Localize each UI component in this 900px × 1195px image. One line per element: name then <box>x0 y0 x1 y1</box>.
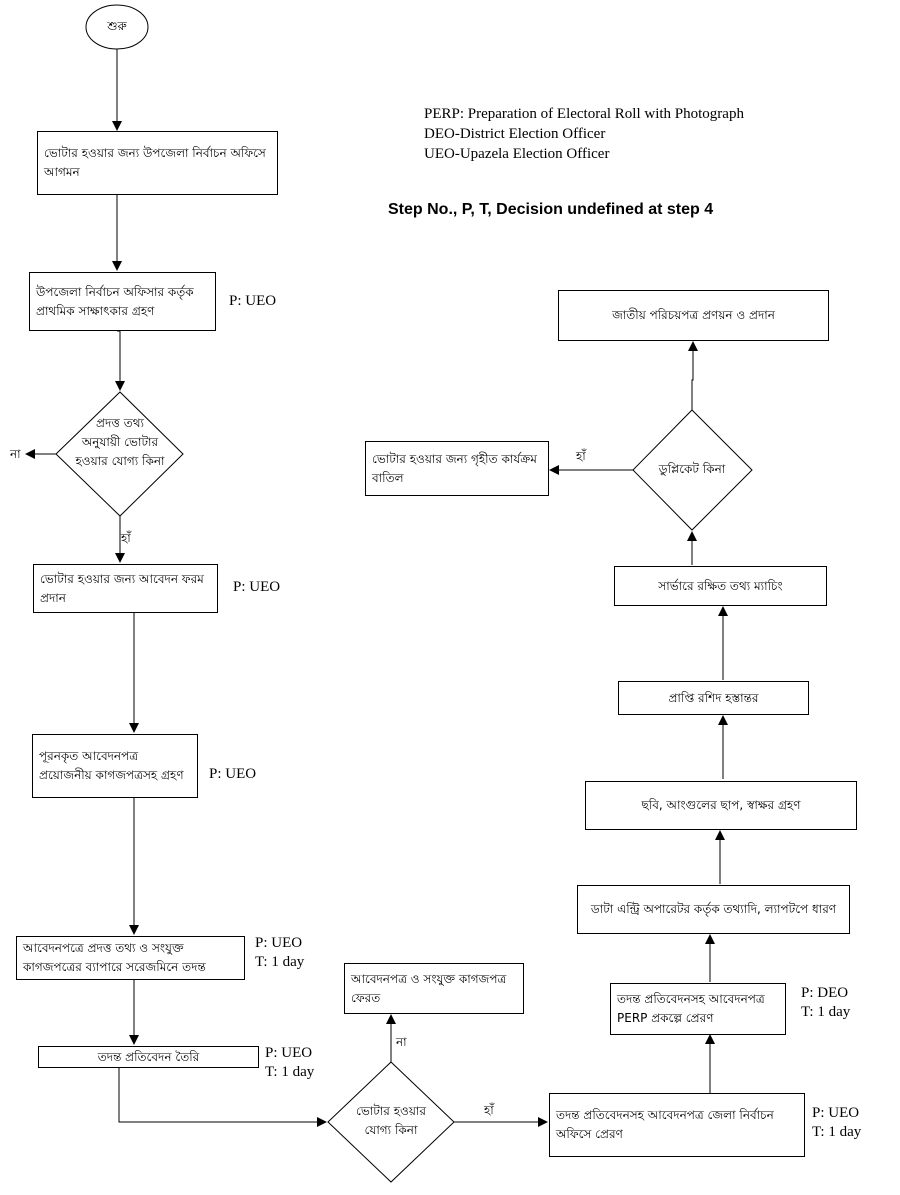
note-perp-person-time: P: DEO T: 1 day <box>801 985 851 1020</box>
step-return-documents-text: আবেদনপত্র ও সংযুক্ত কাগজপত্র ফেরত <box>351 971 507 1005</box>
decision-diamond-eligible <box>327 1061 455 1183</box>
step-send-to-perp: তদন্ত প্রতিবেদনসহ আবেদনপত্র PERP প্রকল্প… <box>610 983 786 1035</box>
step-server-matching-text: সার্ভারে রক্ষিত তথ্য ম্যাচিং <box>658 578 783 593</box>
step-arrive-office: ভোটার হওয়ার জন্য উপজেলা নির্বাচন অফিসে … <box>37 131 278 195</box>
note-investigation-person-time: P: UEO T: 1 day <box>255 935 305 970</box>
edge-label-d2-no: না <box>396 1035 407 1049</box>
page-heading: Step No., P, T, Decision undefined at st… <box>388 201 714 218</box>
start-label: শুরু <box>107 19 127 33</box>
step-arrive-office-text: ভোটার হওয়ার জন্য উপজেলা নির্বাচন অফিসে … <box>44 146 266 179</box>
step-field-investigation-text: আবেদনপত্রে প্রদত্ত তথ্য ও সংযুক্ত কাগজপত… <box>23 941 206 974</box>
step-initial-interview: উপজেলা নির্বাচন অফিসার কর্তৃক প্রাথমিক স… <box>29 272 216 331</box>
edge-label-d3-yes: হাঁ <box>576 449 586 463</box>
step-cancel-process-text: ভোটার হওয়ার জন্য গৃহীত কার্যক্রম বাতিল <box>372 451 537 485</box>
decision-eligible-info-label: প্রদত্ত তথ্য অনুযায়ী ভোটার হওয়ার যোগ্য… <box>75 416 165 468</box>
step-data-entry: ডাটা এন্ট্রি অপারেটর কর্তৃক তথ্যাদি, ল্য… <box>577 885 850 934</box>
legend-ueo: UEO-Upazela Election Officer <box>424 146 610 162</box>
step-issue-national-id: জাতীয় পরিচয়পত্র প্রণয়ন ও প্রদান <box>558 290 829 341</box>
edge-label-d1-no: না <box>10 447 21 461</box>
step-capture-biometrics-text: ছবি, আংগুলের ছাপ, স্বাক্ষর গ্রহণ <box>641 798 801 812</box>
connector-s6-d2 <box>118 1068 327 1127</box>
note-report-person-time: P: UEO T: 1 day <box>265 1045 315 1080</box>
step-issue-national-id-text: জাতীয় পরিচয়পত্র প্রণয়ন ও প্রদান <box>612 308 775 322</box>
step-send-to-perp-text: তদন্ত প্রতিবেদনসহ আবেদনপত্র PERP প্রকল্প… <box>617 992 765 1025</box>
legend-perp: PERP: Preparation of Electoral Roll with… <box>424 106 744 122</box>
legend-deo: DEO-District Election Officer <box>424 126 606 142</box>
step-send-to-district-office-text: তদন্ত প্রতিবেদনসহ আবেদনপত্র জেলা নির্বাচ… <box>556 1108 774 1141</box>
step-field-investigation: আবেদনপত্রে প্রদত্ত তথ্য ও সংযুক্ত কাগজপত… <box>16 936 245 980</box>
note-form-person: P: UEO <box>233 579 281 595</box>
note-receive-person: P: UEO <box>209 766 257 782</box>
step-data-entry-text: ডাটা এন্ট্রি অপারেটর কর্তৃক তথ্যাদি, ল্য… <box>590 902 837 916</box>
decision-duplicate-label: ডুপ্লিকেট কিনা <box>658 462 726 476</box>
step-provide-form-text: ভোটার হওয়ার জন্য আবেদন ফরম প্রদান <box>40 571 204 605</box>
note-interview-person: P: UEO <box>229 293 277 309</box>
decision-diamond-duplicate <box>632 409 753 531</box>
step-hand-over-receipt: প্রাপ্তি রশিদ হস্তান্তর <box>618 681 809 715</box>
step-initial-interview-text: উপজেলা নির্বাচন অফিসার কর্তৃক প্রাথমিক স… <box>36 284 194 318</box>
step-capture-biometrics: ছবি, আংগুলের ছাপ, স্বাক্ষর গ্রহণ <box>585 781 857 830</box>
step-server-matching: সার্ভারে রক্ষিত তথ্য ম্যাচিং <box>614 566 827 606</box>
decision-eligible-label: ভোটার হওয়ার যোগ্য কিনা <box>355 1104 426 1137</box>
note-district-person-time: P: UEO T: 1 day <box>812 1105 862 1140</box>
step-provide-form: ভোটার হওয়ার জন্য আবেদন ফরম প্রদান <box>33 564 218 613</box>
step-receive-application: পূরনকৃত আবেদনপত্র প্রয়োজনীয় কাগজপত্রসহ… <box>32 734 198 798</box>
step-return-documents: আবেদনপত্র ও সংযুক্ত কাগজপত্র ফেরত <box>344 963 524 1014</box>
edge-label-d2-yes: হাঁ <box>484 1103 494 1117</box>
step-send-to-district-office: তদন্ত প্রতিবেদনসহ আবেদনপত্র জেলা নির্বাচ… <box>549 1093 805 1157</box>
step-hand-over-receipt-text: প্রাপ্তি রশিদ হস্তান্তর <box>668 690 759 705</box>
connector-d3-s15 <box>688 341 698 410</box>
connector-s2-d1 <box>115 330 125 391</box>
step-receive-application-text: পূরনকৃত আবেদনপত্র প্রয়োজনীয় কাগজপত্রসহ… <box>39 749 184 782</box>
edge-label-d1-yes: হাঁ <box>121 531 131 545</box>
step-prepare-report-text: তদন্ত প্রতিবেদন তৈরি <box>97 1049 200 1064</box>
step-cancel-process: ভোটার হওয়ার জন্য গৃহীত কার্যক্রম বাতিল <box>365 441 549 496</box>
step-prepare-report: তদন্ত প্রতিবেদন তৈরি <box>38 1046 259 1068</box>
